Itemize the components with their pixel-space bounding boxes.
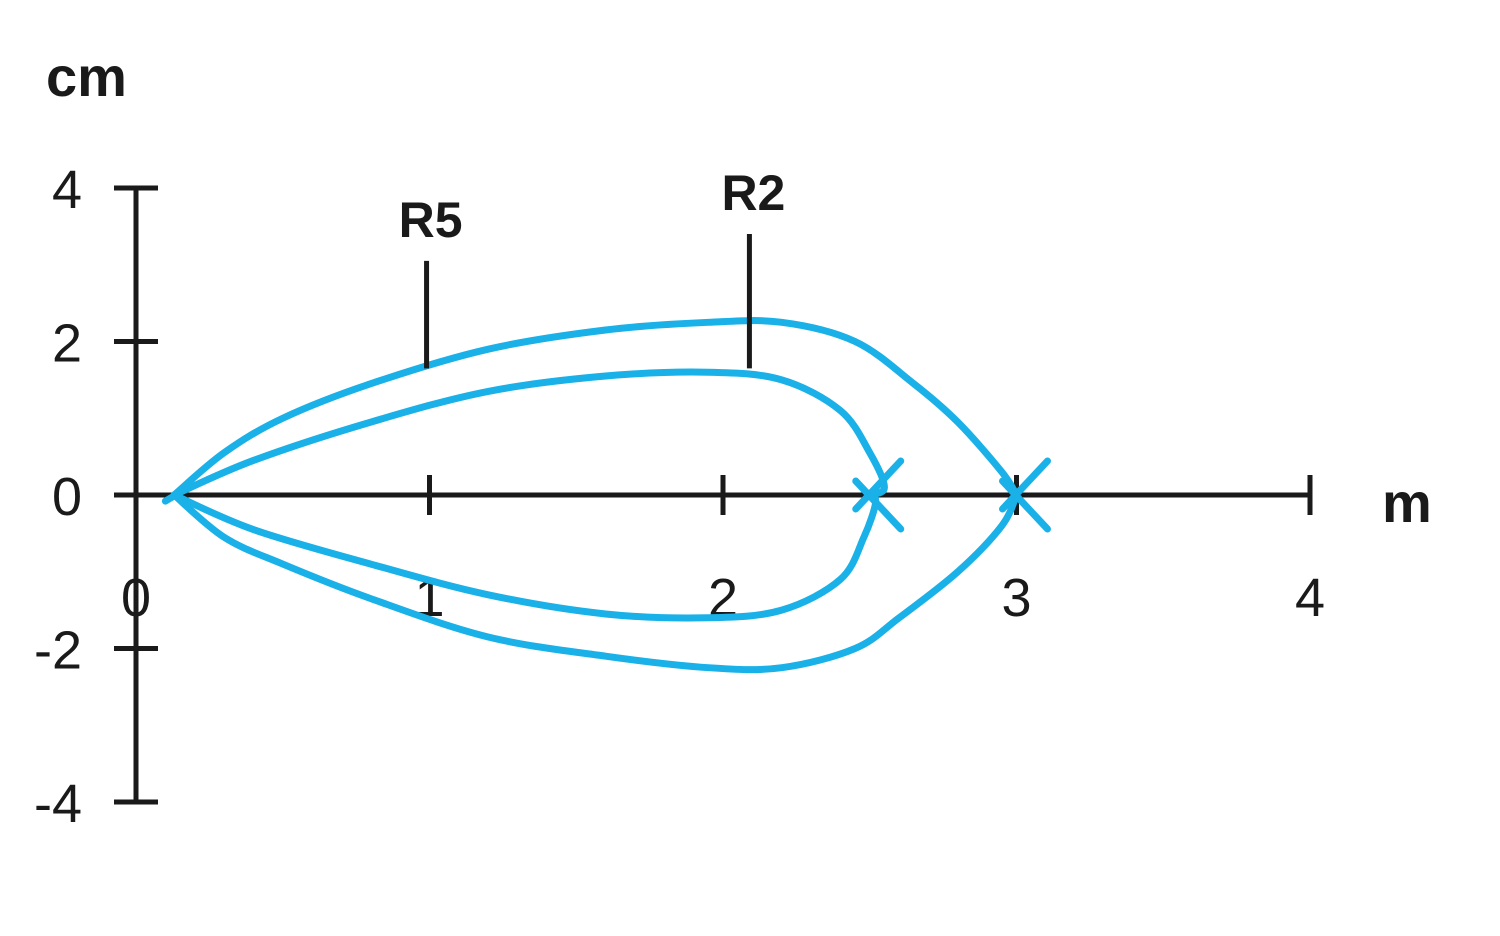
x-tick-label: 4 <box>1295 568 1325 628</box>
y-tick-label: 2 <box>52 314 82 374</box>
origin-mark <box>161 485 190 505</box>
series-group <box>161 317 1051 674</box>
series-outer-lower-curve <box>170 491 1020 674</box>
y-axis-unit-label: cm <box>46 45 127 108</box>
y-tick-label: -4 <box>34 774 82 834</box>
x-tick-label: 3 <box>1001 568 1031 628</box>
annotations: R5 R2 <box>399 165 785 369</box>
series-outer-endpoint-x-mark <box>999 477 1051 533</box>
y-ticks: -4 -2 0 2 4 <box>34 160 158 834</box>
series-outer-endpoint-x-mark <box>999 457 1051 513</box>
series-inner-endpoint-x-mark <box>852 477 905 533</box>
series-inner-lower-curve <box>170 491 880 622</box>
series-inner <box>170 368 905 622</box>
y-tick-label: 0 <box>52 467 82 527</box>
series-outer <box>170 317 1051 674</box>
series-inner-upper-curve <box>170 368 888 499</box>
x-tick-label: 0 <box>121 568 151 628</box>
series-inner-endpoint-x-mark <box>852 457 905 513</box>
annotation-r5-label: R5 <box>399 192 463 248</box>
annotation-r2-label: R2 <box>721 165 785 221</box>
y-tick-label: -2 <box>34 621 82 681</box>
x-axis-unit-label: m <box>1382 471 1432 534</box>
y-tick-label: 4 <box>52 160 82 220</box>
series-outer-upper-curve <box>170 317 1020 499</box>
